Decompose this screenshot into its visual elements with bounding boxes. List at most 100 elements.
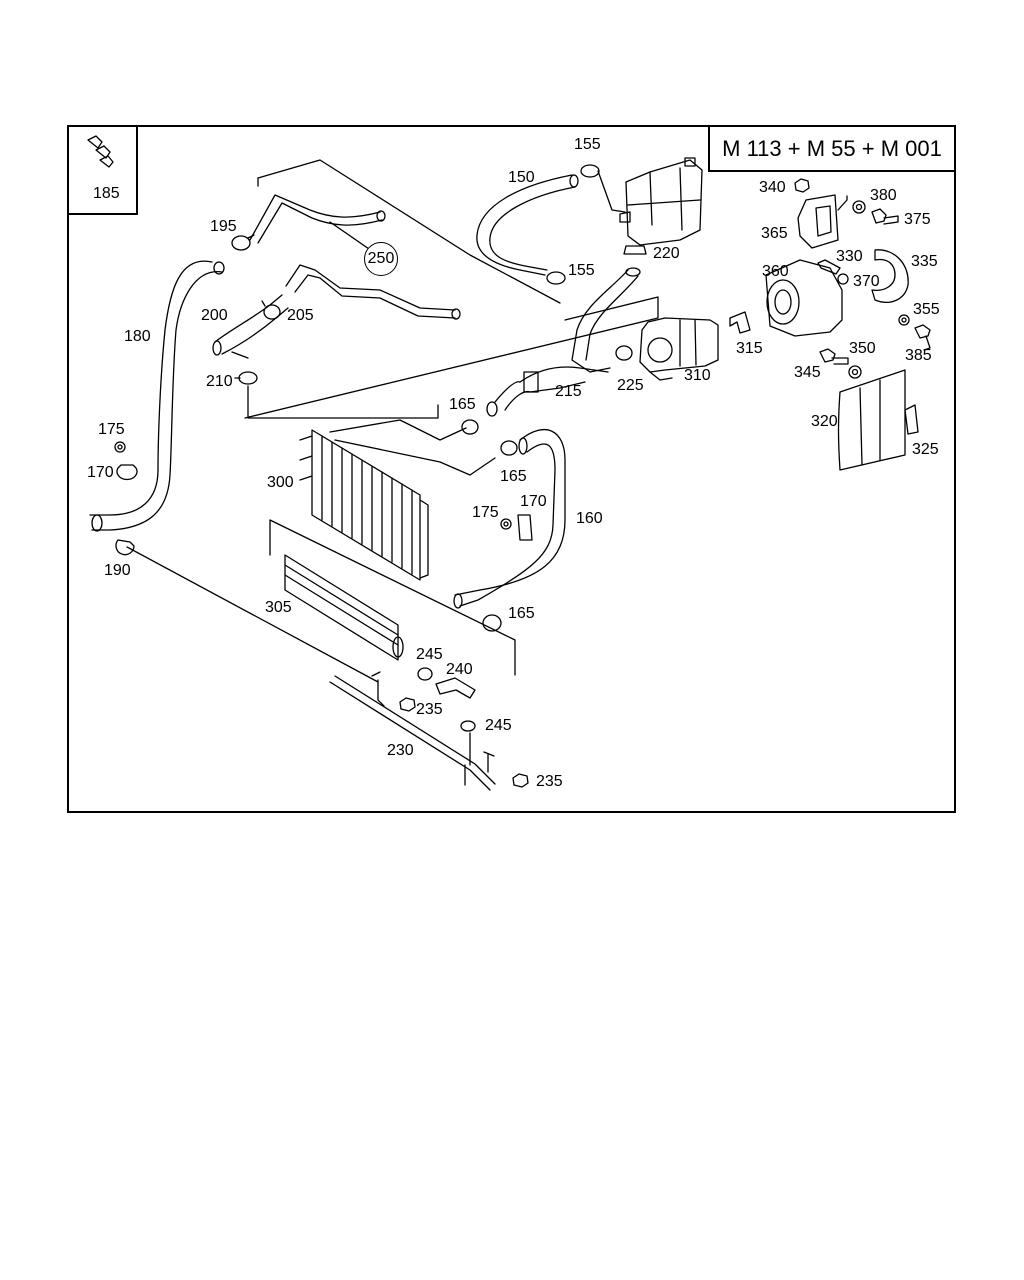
clamp-210-icon — [234, 371, 258, 385]
expansion-tank-icon — [619, 157, 703, 246]
label-315: 315 — [736, 340, 763, 357]
nut-235-lower-icon — [512, 773, 529, 788]
leader-190 — [126, 546, 379, 683]
hose-215-icon — [486, 267, 641, 417]
label-230: 230 — [387, 742, 414, 759]
bolt-375-icon — [871, 208, 899, 225]
label-215: 215 — [555, 383, 582, 400]
label-200: 200 — [201, 307, 228, 324]
washer-350-icon — [848, 365, 862, 379]
leader-155 — [597, 170, 626, 213]
label-375: 375 — [904, 211, 931, 228]
label-155-top: 155 — [574, 136, 601, 153]
label-225: 225 — [617, 377, 644, 394]
hose-180-icon — [89, 260, 225, 532]
label-320: 320 — [811, 413, 838, 430]
label-305: 305 — [265, 599, 292, 616]
hose-160-icon — [453, 429, 566, 609]
radiator-300-icon — [299, 429, 429, 581]
label-235-lower: 235 — [536, 773, 563, 790]
label-210: 210 — [206, 373, 233, 390]
diagram-frame — [67, 125, 956, 813]
clamp-155-top-icon — [580, 164, 600, 178]
label-205: 205 — [287, 307, 314, 324]
water-pump-310-icon — [639, 317, 719, 381]
engine-designation: M 113 + M 55 + M 001 — [722, 135, 942, 161]
nut-235-upper-icon — [399, 697, 416, 712]
label-245-lower: 245 — [485, 717, 512, 734]
leader-340 — [837, 195, 848, 211]
label-195: 195 — [210, 218, 237, 235]
clamp-190-icon — [115, 539, 135, 556]
label-180: 180 — [124, 328, 151, 345]
label-220: 220 — [653, 245, 680, 262]
label-365: 365 — [761, 225, 788, 242]
bolt-345-icon — [819, 348, 849, 365]
washer-380-icon — [852, 200, 866, 214]
hose-240-icon — [435, 677, 476, 699]
bracket-365-icon — [797, 194, 839, 249]
engine-designation-box: M 113 + M 55 + M 001 — [708, 125, 956, 172]
label-165-c: 165 — [508, 605, 535, 622]
pipe-230-icon — [329, 671, 496, 791]
label-235-upper: 235 — [416, 701, 443, 718]
label-370: 370 — [853, 273, 880, 290]
clamp-165-b-icon — [500, 440, 518, 456]
heat-shield-320-icon — [837, 369, 906, 471]
hose-150-icon — [476, 174, 579, 276]
clip-325-icon — [904, 404, 919, 435]
cover-335-icon — [871, 249, 909, 303]
label-340: 340 — [759, 179, 786, 196]
inset-box-185 — [67, 125, 138, 215]
leader-300-b — [334, 439, 496, 476]
bolt-330-icon — [817, 259, 841, 275]
label-360: 360 — [762, 263, 789, 280]
clamp-245-lower-icon — [460, 720, 476, 732]
label-355: 355 — [913, 301, 940, 318]
label-190: 190 — [104, 562, 131, 579]
washer-355-icon — [898, 314, 910, 326]
nut-175-left-icon — [114, 441, 126, 453]
label-250: 250 — [364, 242, 398, 276]
clamp-225-icon — [615, 345, 633, 361]
label-345: 345 — [794, 364, 821, 381]
bracket-215-group — [244, 296, 659, 419]
bolt-385-icon — [914, 324, 931, 351]
label-350: 350 — [849, 340, 876, 357]
cap-220-icon — [623, 245, 647, 255]
nut-175-right-icon — [500, 518, 512, 530]
label-165-a: 165 — [449, 396, 476, 413]
oil-cooler-305-icon — [284, 554, 404, 661]
label-300: 300 — [267, 474, 294, 491]
clamp-245-upper-icon — [417, 667, 433, 681]
label-175-right: 175 — [472, 504, 499, 521]
hose-315-icon — [729, 311, 751, 334]
pipe-assembly-250-icon — [249, 159, 561, 320]
label-385: 385 — [905, 347, 932, 364]
label-150: 150 — [508, 169, 535, 186]
label-245-upper: 245 — [416, 646, 443, 663]
label-165-b: 165 — [500, 468, 527, 485]
label-175-left: 175 — [98, 421, 125, 438]
label-310: 310 — [684, 367, 711, 384]
label-170-right: 170 — [520, 493, 547, 510]
label-155-lower: 155 — [568, 262, 595, 279]
clamp-195-icon — [231, 234, 255, 251]
leader-300 — [329, 419, 467, 441]
clip-185-icon — [87, 135, 114, 168]
label-185: 185 — [93, 185, 120, 202]
nut-340-icon — [794, 178, 810, 193]
clip-170-right-icon — [517, 514, 533, 541]
label-160: 160 — [576, 510, 603, 527]
clamp-165-a-icon — [461, 419, 479, 435]
leader-210 — [247, 385, 439, 419]
clamp-205-icon — [261, 300, 281, 320]
clamp-155-lower-icon — [546, 271, 566, 285]
label-380: 380 — [870, 187, 897, 204]
label-240: 240 — [446, 661, 473, 678]
label-335: 335 — [911, 253, 938, 270]
label-330: 330 — [836, 248, 863, 265]
canister-360-icon — [765, 259, 843, 337]
clip-170-left-icon — [116, 464, 138, 481]
